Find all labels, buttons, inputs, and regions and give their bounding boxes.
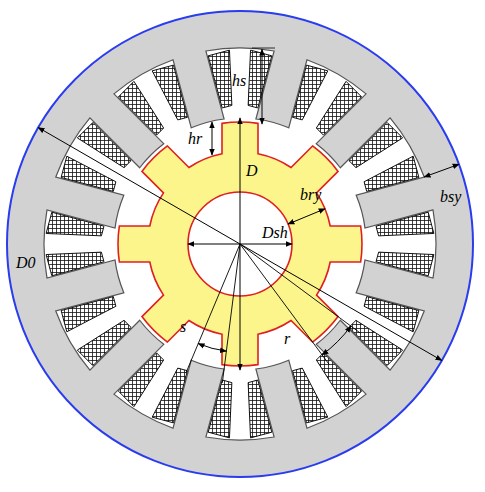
coil-side bbox=[248, 380, 272, 438]
rotor-yoke-line bbox=[288, 209, 325, 224]
coil-side bbox=[61, 156, 116, 191]
dimension-label: hs bbox=[232, 72, 246, 90]
coil-side bbox=[77, 122, 131, 167]
coil-side bbox=[208, 380, 232, 438]
dimension-label: Dsh bbox=[262, 224, 288, 242]
stator-core bbox=[7, 11, 473, 477]
rotor-pole-height-line bbox=[212, 122, 213, 155]
coil-side bbox=[208, 50, 232, 108]
dimension-lines bbox=[38, 48, 459, 383]
dimension-label: s bbox=[180, 318, 186, 336]
stator-pole-arc bbox=[198, 344, 226, 352]
dimension-label: bry bbox=[300, 186, 321, 204]
coil-side bbox=[316, 353, 361, 407]
coil-side bbox=[364, 156, 419, 191]
coil-side bbox=[61, 297, 116, 332]
coil-side bbox=[293, 368, 328, 423]
dimension-label: r bbox=[284, 330, 290, 348]
angle-ray bbox=[222, 244, 240, 383]
extension-line bbox=[252, 48, 275, 49]
dimension-label: hr bbox=[188, 130, 202, 148]
coil-side bbox=[46, 252, 104, 276]
dimension-label: D0 bbox=[16, 254, 36, 272]
coil-side bbox=[364, 297, 419, 332]
dimension-label: D bbox=[246, 162, 258, 180]
stator bbox=[7, 11, 473, 477]
stator-yoke-line bbox=[424, 164, 459, 177]
coil-side bbox=[349, 320, 403, 365]
coil-side bbox=[118, 353, 163, 407]
coil-side bbox=[46, 212, 104, 236]
angle-ray bbox=[240, 244, 329, 365]
slot-depth-line bbox=[262, 49, 263, 124]
coil-side bbox=[376, 212, 434, 236]
coil-side bbox=[77, 320, 131, 365]
dimension-label: bsy bbox=[440, 188, 461, 206]
coil-side bbox=[376, 252, 434, 276]
coil-side bbox=[316, 81, 361, 135]
coil-side bbox=[248, 50, 272, 108]
coil-side bbox=[349, 122, 403, 167]
stator-outer-edge bbox=[7, 11, 473, 477]
coils bbox=[46, 50, 434, 438]
coil-side bbox=[118, 81, 163, 135]
stator-inner-edge bbox=[44, 48, 436, 440]
coil-side bbox=[293, 65, 328, 120]
angle-ray bbox=[240, 244, 361, 333]
outer-diameter-line bbox=[38, 128, 442, 361]
coil-side bbox=[152, 65, 187, 120]
rotor-pole-arc bbox=[322, 326, 351, 355]
coil-side bbox=[152, 368, 187, 423]
